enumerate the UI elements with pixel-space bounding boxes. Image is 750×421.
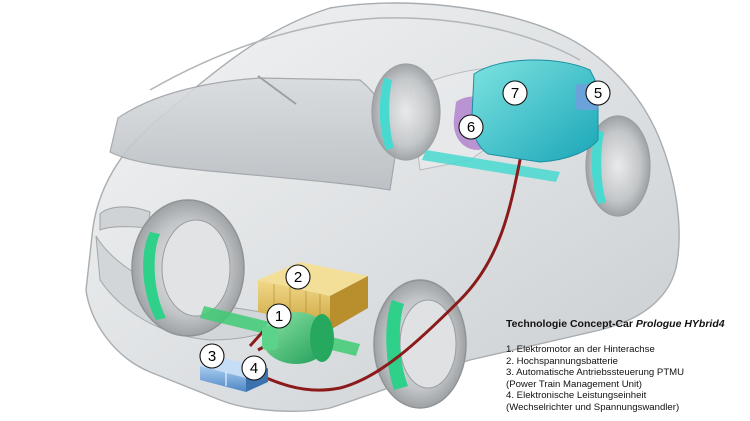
roof-line bbox=[149, 17, 581, 91]
marker-4: 4 bbox=[241, 355, 267, 381]
svg-text:2: 2 bbox=[294, 269, 302, 286]
legend-caption: Technologie Concept-Car Prologue HYbrid4… bbox=[506, 318, 746, 413]
caption-item-3: 3. Automatische Antriebssteuerung PTMU bbox=[506, 367, 685, 378]
antenna bbox=[257, 75, 297, 105]
caption-item-2: 2. Hochspannungsbatterie bbox=[506, 355, 619, 367]
caption-title-model: Prologue HYbrid4 bbox=[635, 318, 725, 330]
engine-block bbox=[471, 59, 599, 163]
svg-text:3: 3 bbox=[208, 348, 216, 365]
caption-item-3-detail: (Power Train Management Unit) bbox=[506, 378, 642, 390]
svg-text:4: 4 bbox=[250, 360, 258, 377]
rear-window bbox=[109, 77, 397, 191]
front-right-wheel bbox=[585, 115, 651, 217]
svg-text:5: 5 bbox=[594, 85, 602, 102]
svg-text:7: 7 bbox=[511, 85, 519, 102]
marker-5: 5 bbox=[585, 80, 611, 106]
caption-item-4-detail: (Wechselrichter und Spannungswandler) bbox=[506, 401, 680, 413]
caption-item-1: 1. Elektromotor an der Hinterachse bbox=[506, 344, 655, 355]
marker-1: 1 bbox=[266, 303, 292, 329]
caption-item-4: 4. Elektronische Leistungseinheit bbox=[506, 390, 647, 401]
marker-3: 3 bbox=[199, 343, 225, 369]
caption-title: Technologie Concept-Car Prologue HYbrid4 bbox=[506, 318, 746, 330]
svg-text:6: 6 bbox=[467, 119, 475, 136]
marker-2: 2 bbox=[285, 264, 311, 290]
marker-6: 6 bbox=[458, 114, 484, 140]
tail-light bbox=[99, 206, 151, 231]
rear-right-wheel bbox=[371, 63, 441, 161]
front-left-wheel bbox=[373, 279, 467, 409]
svg-text:1: 1 bbox=[275, 308, 283, 325]
caption-title-prefix: Technologie Concept-Car bbox=[506, 318, 636, 330]
marker-7: 7 bbox=[502, 80, 528, 106]
rear-left-wheel bbox=[131, 199, 245, 337]
component-markers: 1 2 3 4 5 6 7 bbox=[199, 80, 611, 381]
front-drive-shaft bbox=[422, 150, 560, 182]
